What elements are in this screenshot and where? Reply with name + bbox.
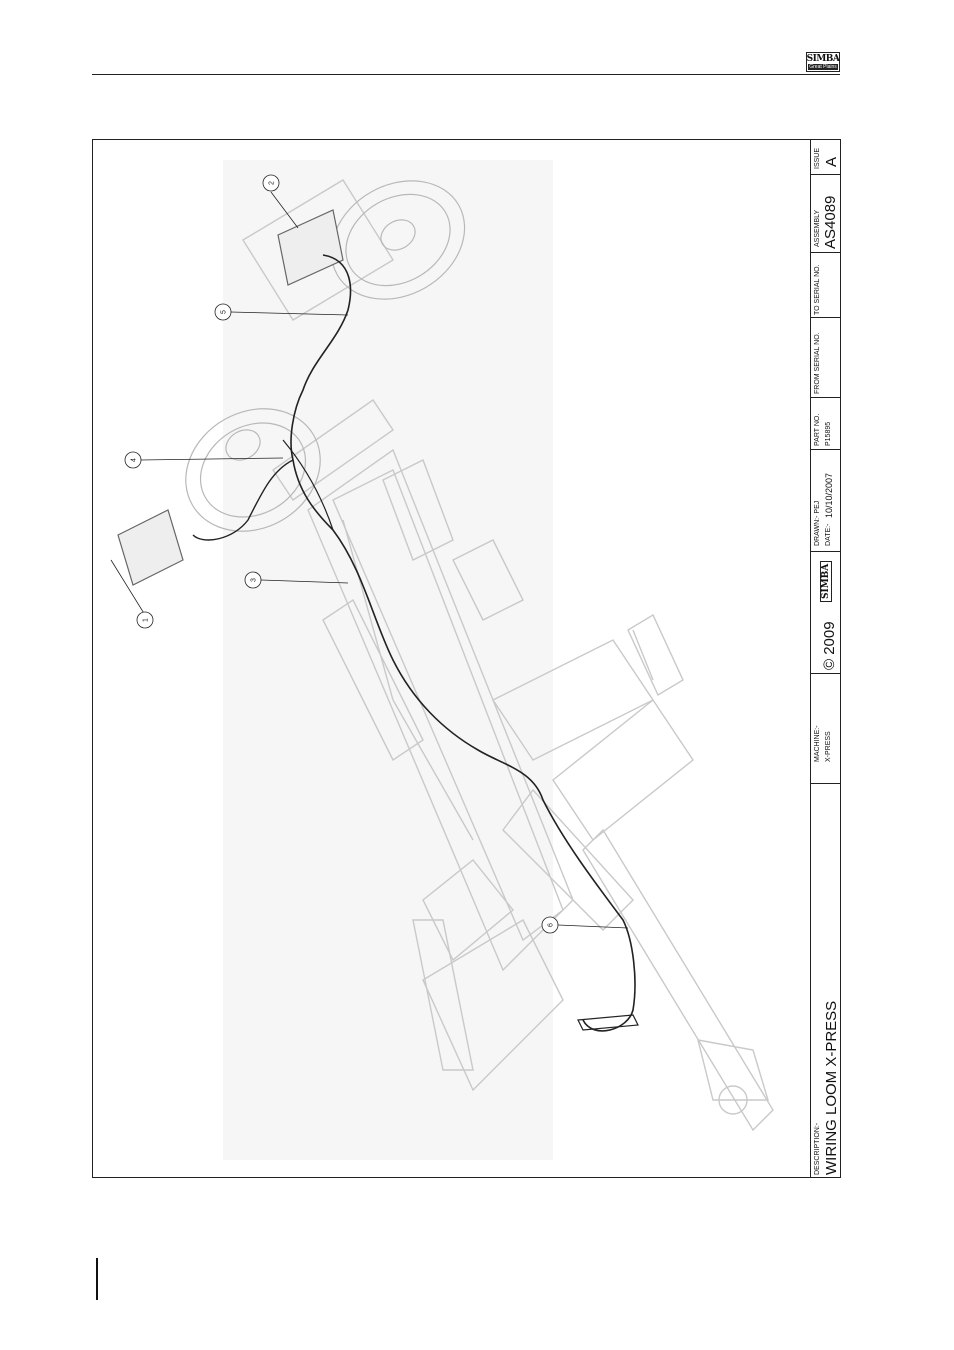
wiring-loom-drawing: 2 5 4 3 1 6: [93, 140, 811, 1177]
issue-label: ISSUE: [814, 148, 821, 169]
assembly-cell: ASSEMBLY AS4089: [811, 174, 841, 252]
machine-value: X-PRESS: [825, 731, 832, 762]
description-cell: DESCRIPTION:- WIRING LOOM X-PRESS: [811, 783, 841, 1178]
balloon-3-label: 3: [251, 578, 258, 582]
logo-subtext: Great Plains: [808, 64, 838, 70]
balloon-2: 2: [263, 175, 279, 191]
assembly-value: AS4089: [822, 196, 839, 249]
machine-cell: MACHINE:- X-PRESS: [811, 673, 841, 783]
from-serial-cell: FROM SERIAL NO.: [811, 317, 841, 397]
part-no-cell: PART NO. P15895: [811, 397, 841, 449]
description-label: DESCRIPTION:-: [814, 1123, 821, 1175]
header-rule: [92, 74, 840, 75]
date-label: DATE:-: [825, 524, 832, 546]
balloon-4: 4: [125, 452, 141, 468]
balloon-6-label: 6: [548, 923, 555, 927]
margin-mark: [96, 1258, 98, 1300]
copyright: © 2009: [821, 621, 838, 670]
date-value: 10/10/2007: [824, 473, 834, 518]
logo-copyright-cell: SIMBA © 2009: [811, 551, 841, 673]
machine-label: MACHINE:-: [814, 725, 821, 762]
to-serial-cell: TO SERIAL NO.: [811, 252, 841, 317]
to-serial-label: TO SERIAL NO.: [814, 264, 821, 315]
balloon-2-label: 2: [269, 181, 276, 185]
balloon-5-label: 5: [221, 310, 228, 314]
drawing-frame: 2 5 4 3 1 6: [92, 139, 841, 1178]
issue-value: A: [823, 157, 840, 167]
balloon-5: 5: [215, 304, 231, 320]
balloon-1: 1: [137, 612, 153, 628]
balloon-1-label: 1: [143, 618, 150, 622]
part-no-label: PART NO.: [814, 414, 821, 446]
drawn-date-cell: DRAWN:- PEJ DATE:- 10/10/2007: [811, 449, 841, 551]
title-block: ISSUE A ASSEMBLY AS4089 TO SERIAL NO. FR…: [810, 139, 841, 1178]
drawn-label: DRAWN:- PEJ: [814, 501, 821, 546]
assembly-label: ASSEMBLY: [814, 210, 821, 247]
balloon-6: 6: [542, 917, 558, 933]
title-block-logo: SIMBA: [820, 561, 832, 602]
logo-text: SIMBA: [807, 55, 840, 64]
simba-logo: SIMBA Great Plains: [806, 52, 840, 72]
issue-cell: ISSUE A: [811, 139, 841, 174]
balloon-4-label: 4: [131, 458, 138, 462]
part-no-value: P15895: [825, 422, 832, 446]
balloon-3: 3: [245, 572, 261, 588]
from-serial-label: FROM SERIAL NO.: [814, 332, 821, 394]
description-value: WIRING LOOM X-PRESS: [823, 1001, 840, 1175]
drawing-shade: [223, 160, 553, 1160]
